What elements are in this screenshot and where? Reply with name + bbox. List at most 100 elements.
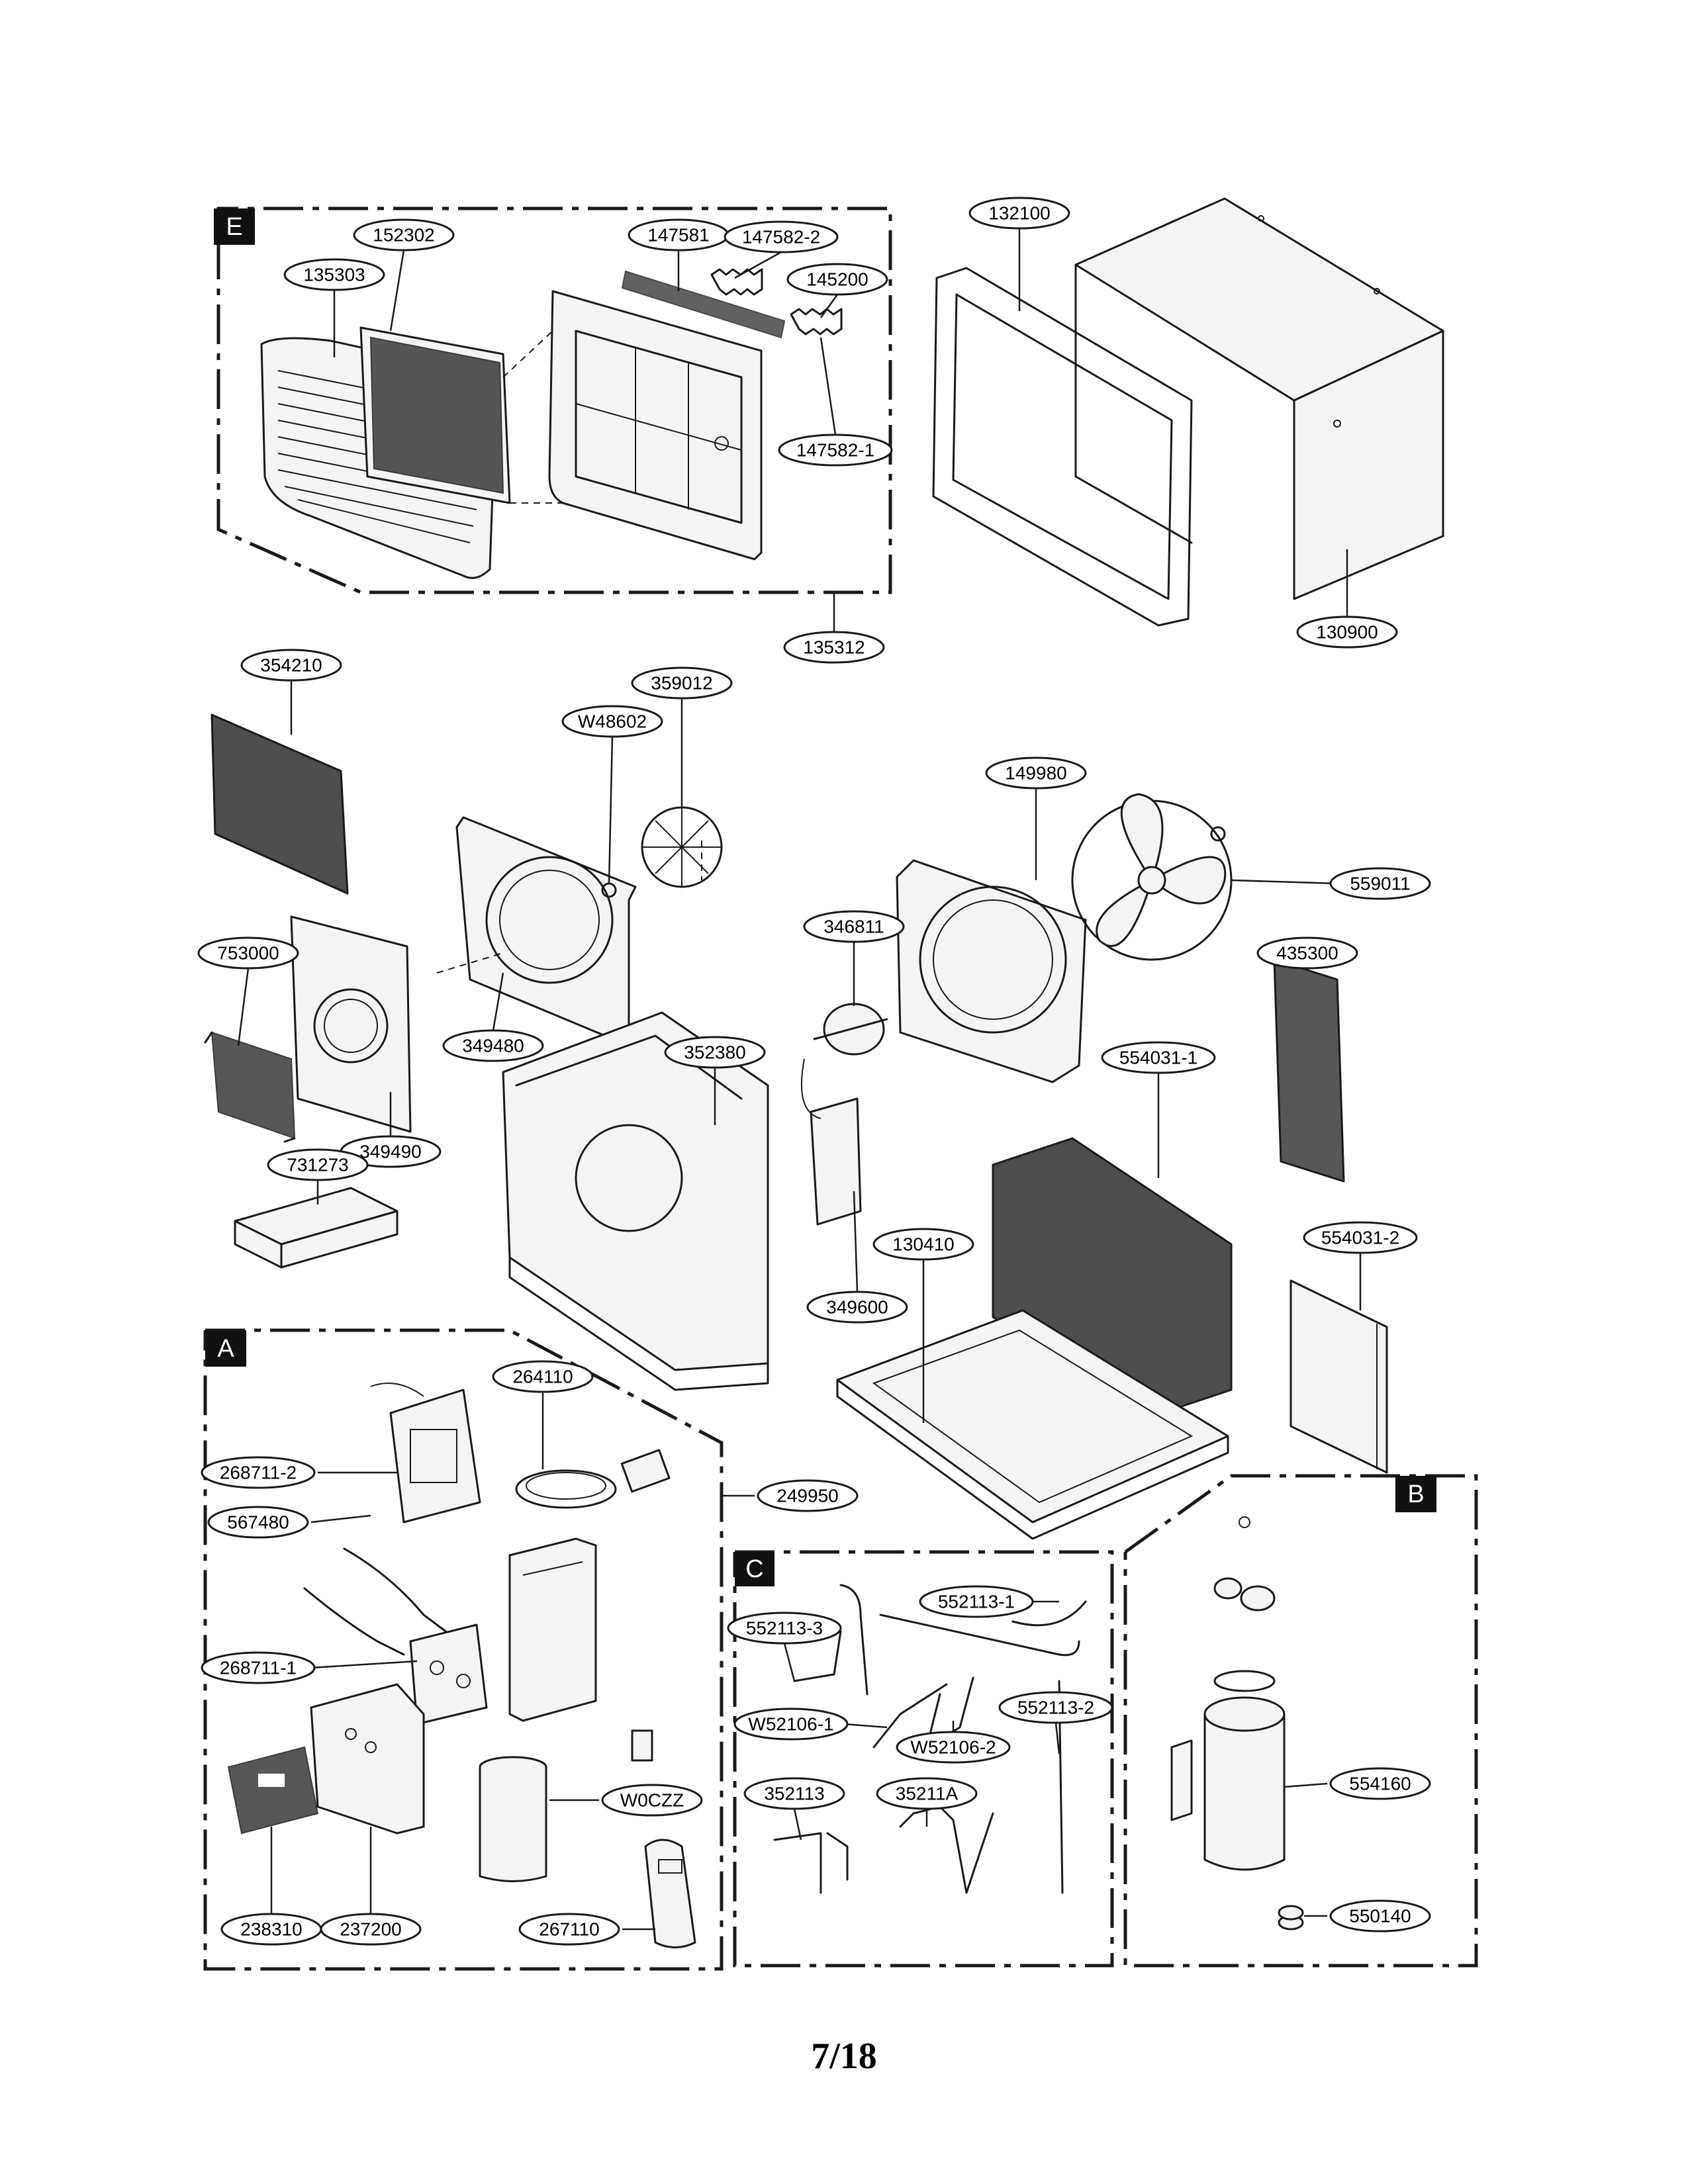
part-number-label: 132100	[988, 203, 1050, 224]
main-pcb	[409, 1623, 488, 1725]
callout-oval	[743, 1777, 845, 1810]
base-pan-evaporator-housing	[502, 1011, 769, 1391]
callout-oval	[1101, 1041, 1216, 1074]
wire-harness	[303, 1383, 451, 1656]
callout-554031-1: 554031-1	[1101, 1041, 1216, 1178]
part-number-label: 550140	[1349, 1906, 1411, 1927]
callout-147582-2: 147582-2	[724, 220, 839, 279]
callout-oval	[283, 258, 385, 291]
section-tag-b: B	[1407, 1480, 1424, 1508]
callout-oval	[201, 1651, 316, 1684]
part-number-label: 135303	[303, 265, 365, 285]
base-pan	[836, 1309, 1229, 1540]
part-number-label: W48602	[578, 711, 647, 732]
callout-oval	[1329, 867, 1431, 900]
part-number-label: 152302	[373, 225, 434, 246]
part-number-label: 135312	[803, 637, 865, 658]
section-b-frame: B	[1123, 1474, 1478, 1968]
part-number-label: 130410	[892, 1234, 954, 1255]
callout-346811: 346811	[803, 910, 905, 1006]
callout-435300: 435300	[1256, 936, 1358, 970]
leader-line	[310, 1660, 418, 1669]
callout-oval	[601, 1784, 703, 1817]
part-number-label: 147582-1	[796, 440, 874, 461]
packing-box	[234, 1187, 399, 1269]
leader-line	[608, 736, 614, 884]
callout-264110: 264110	[492, 1360, 594, 1469]
callout-352380: 352380	[664, 1036, 766, 1125]
fan-motor	[813, 1003, 888, 1056]
part-number-label: 238310	[240, 1919, 302, 1940]
callout-w48602: W48602	[561, 705, 663, 884]
callout-753000: 753000	[197, 936, 299, 1046]
part-number-label: 349600	[826, 1297, 888, 1318]
evaporator-coil	[1273, 958, 1345, 1183]
display-pcb	[389, 1388, 481, 1524]
callout-oval	[778, 433, 893, 467]
air-filter	[359, 326, 511, 504]
control-panel-bracket	[310, 1683, 425, 1835]
part-number-label: 147581	[647, 225, 709, 246]
section-tag-e: E	[226, 213, 242, 241]
shroud	[896, 859, 1087, 1083]
callout-567480: 567480	[207, 1506, 371, 1539]
part-number-label: 359012	[651, 673, 712, 694]
callout-oval	[631, 666, 733, 700]
part-number-label: 130900	[1316, 622, 1378, 643]
part-number-label: 346811	[823, 917, 884, 937]
callout-oval	[353, 218, 455, 251]
callout-oval	[1303, 1221, 1418, 1254]
callout-oval	[442, 1029, 544, 1062]
power-cord	[515, 1449, 671, 1509]
callout-w52106-2: W52106-2	[896, 1721, 1011, 1764]
callout-237200: 237200	[320, 1827, 422, 1946]
condenser-coil-small	[211, 713, 349, 895]
callout-267110: 267110	[518, 1913, 655, 1946]
part-number-label: 35211A	[896, 1784, 959, 1804]
callout-559011: 559011	[1231, 867, 1431, 900]
part-number-label: 354210	[260, 655, 322, 676]
motor-bracket	[800, 1058, 862, 1226]
callout-349600: 349600	[806, 1191, 908, 1324]
callout-oval	[320, 1913, 422, 1946]
part-number-label: 753000	[217, 943, 279, 964]
control-box	[508, 1537, 597, 1722]
leader-line	[793, 1808, 802, 1841]
leader-line	[843, 1723, 888, 1729]
part-number-label: 554031-2	[1321, 1228, 1399, 1248]
part-number-label: 352113	[764, 1784, 824, 1804]
callout-35211a: 35211A	[876, 1777, 978, 1827]
callout-552113-2: 552113-2	[998, 1691, 1113, 1754]
callout-554160: 554160	[1284, 1767, 1431, 1800]
callout-oval	[201, 1456, 316, 1489]
callout-oval	[1329, 1899, 1431, 1933]
terminal-clip	[631, 1729, 653, 1762]
part-number-label: 435300	[1276, 943, 1338, 964]
remote-control	[644, 1839, 696, 1948]
part-number-label: 349480	[462, 1036, 524, 1056]
part-number-label: 268711-2	[220, 1463, 297, 1483]
callout-130410: 130410	[872, 1228, 974, 1423]
leader-line	[1284, 1782, 1328, 1788]
louver-link-1	[790, 308, 843, 336]
callout-oval	[492, 1360, 594, 1393]
leader-line	[783, 1643, 796, 1682]
callout-oval	[876, 1777, 978, 1810]
callout-352113: 352113	[743, 1777, 845, 1841]
section-e-frame: E	[214, 206, 892, 594]
part-number-label: 567480	[227, 1512, 289, 1533]
callout-oval	[803, 910, 905, 943]
refrigerant-tubes	[773, 1584, 1087, 1894]
callout-349480: 349480	[442, 972, 544, 1062]
part-number-label: W52106-2	[910, 1737, 996, 1758]
blower-scroll-bracket	[455, 816, 637, 1047]
louver-link-2	[710, 268, 763, 296]
callout-oval	[1296, 615, 1398, 649]
callout-oval	[896, 1731, 1011, 1764]
part-number-label: 149980	[1005, 763, 1066, 784]
propeller-fan	[1071, 793, 1233, 961]
leader-line	[820, 294, 839, 318]
callout-147582-1: 147582-1	[778, 337, 893, 467]
